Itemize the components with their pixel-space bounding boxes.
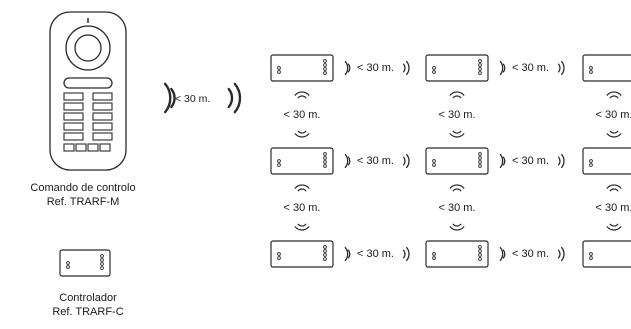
vwave-g2-c3-bottom-1 — [609, 223, 619, 227]
controller-r1-c1 — [270, 54, 334, 82]
remote-wave-left-2 — [163, 82, 172, 114]
vwave-g1-c1-top-1 — [297, 95, 307, 99]
vwave-g2-c1-bottom-1 — [297, 223, 307, 227]
vwave-g2-c2-bottom-1 — [452, 223, 462, 227]
vwave-g2-c3-top-1 — [609, 188, 619, 192]
controller-r1-c3 — [582, 54, 631, 82]
hwave-r1-g1-left-1 — [347, 63, 351, 73]
remote-keypad — [63, 92, 113, 152]
hrange-r1-g2: < 30 m. — [512, 62, 549, 74]
vrange-g1-c3: < 30 m. — [595, 108, 631, 121]
hwave-r2-g2-right-2 — [561, 153, 565, 169]
hwave-r3-g1-left-1 — [347, 249, 351, 259]
controller-r2-c3 — [582, 147, 631, 175]
remote-caption-title: Comando de controlo — [30, 182, 136, 194]
controller-r1-c2 — [425, 54, 489, 82]
hrange-r2-g1: < 30 m. — [357, 155, 394, 167]
vrange-g2-c3: < 30 m. — [595, 201, 631, 214]
horizontal-signal-waves — [344, 60, 565, 262]
vwave-g2-c2-top-1 — [452, 188, 462, 192]
hrange-r3-g1: < 30 m. — [357, 248, 394, 260]
controller-caption-ref: Ref. TRARF-C — [52, 306, 124, 318]
hwave-r1-g1-right-1 — [402, 63, 406, 73]
hwave-r1-g1-left-2 — [344, 60, 349, 76]
remote-range-label: < 30 m. — [175, 93, 211, 105]
hwave-r3-g2-left-2 — [499, 246, 504, 262]
vwave-g2-c1-top-1 — [297, 188, 307, 192]
hwave-r2-g2-left-2 — [499, 153, 504, 169]
vwave-g2-c1-bottom-2 — [294, 226, 310, 231]
controller-caption: Controlador Ref. TRARF-C — [28, 291, 148, 319]
vertical-signal-waves — [294, 91, 622, 231]
vwave-g1-c3-bottom-2 — [606, 133, 622, 138]
hwave-r3-g1-right-1 — [402, 249, 406, 259]
vwave-g1-c1-bottom-2 — [294, 133, 310, 138]
hwave-r3-g2-right-2 — [561, 246, 565, 262]
remote-caption: Comando de controlo Ref. TRARF-M — [8, 181, 158, 209]
hwave-r2-g1-right-1 — [402, 156, 406, 166]
vwave-g1-c1-top-2 — [294, 91, 310, 96]
legend-controller-icon — [59, 249, 111, 277]
vwave-g2-c2-top-2 — [449, 184, 465, 189]
hwave-r1-g1-right-2 — [406, 60, 410, 76]
controller-r3-c2 — [425, 240, 489, 268]
vrange-g2-c2: < 30 m. — [438, 201, 476, 214]
controller-r3-c3 — [582, 240, 631, 268]
vrange-g2-c1: < 30 m. — [283, 201, 321, 214]
vwave-g1-c3-top-2 — [606, 91, 622, 96]
controller-r2-c2 — [425, 147, 489, 175]
remote-wave-left-1 — [170, 87, 176, 109]
hrange-r1-g1: < 30 m. — [357, 62, 394, 74]
hrange-r2-g2: < 30 m. — [512, 155, 549, 167]
vwave-g1-c2-top-2 — [449, 91, 465, 96]
remote-wave-right-2 — [233, 82, 242, 114]
vwave-g1-c3-bottom-1 — [609, 130, 619, 134]
controller-r3-c1 — [270, 240, 334, 268]
hwave-r2-g2-left-1 — [502, 156, 506, 166]
hwave-r2-g1-left-2 — [344, 153, 349, 169]
vrange-g1-c1: < 30 m. — [283, 108, 321, 121]
hwave-r3-g2-left-1 — [502, 249, 506, 259]
vwave-g1-c2-bottom-1 — [452, 130, 462, 134]
hwave-r1-g2-right-2 — [561, 60, 565, 76]
vwave-g1-c2-bottom-2 — [449, 133, 465, 138]
hwave-r2-g1-left-1 — [347, 156, 351, 166]
vwave-g2-c3-top-2 — [606, 184, 622, 189]
remote-signal-waves — [163, 82, 242, 114]
vwave-g1-c2-top-1 — [452, 95, 462, 99]
controller-r2-c1 — [270, 147, 334, 175]
vwave-g2-c2-bottom-2 — [449, 226, 465, 231]
hwave-r3-g2-right-1 — [557, 249, 561, 259]
controller-caption-title: Controlador — [59, 292, 117, 304]
vwave-g1-c1-bottom-1 — [297, 130, 307, 134]
hwave-r3-g1-left-2 — [344, 246, 349, 262]
vrange-g1-c2: < 30 m. — [438, 108, 476, 121]
vwave-g2-c3-bottom-2 — [606, 226, 622, 231]
legend-controller — [59, 249, 111, 277]
hrange-r3-g2: < 30 m. — [512, 248, 549, 260]
vwave-g2-c1-top-2 — [294, 184, 310, 189]
vwave-g1-c3-top-1 — [609, 95, 619, 99]
hwave-r3-g1-right-2 — [406, 246, 410, 262]
hwave-r2-g1-right-2 — [406, 153, 410, 169]
remote-control — [49, 11, 127, 171]
hwave-r1-g2-left-2 — [499, 60, 504, 76]
hwave-r1-g2-left-1 — [502, 63, 506, 73]
remote-wave-right-1 — [227, 87, 234, 109]
remote-caption-ref: Ref. TRARF-M — [46, 196, 120, 208]
hwave-r2-g2-right-1 — [557, 156, 561, 166]
controller-grid — [270, 54, 631, 268]
hwave-r1-g2-right-1 — [557, 63, 561, 73]
